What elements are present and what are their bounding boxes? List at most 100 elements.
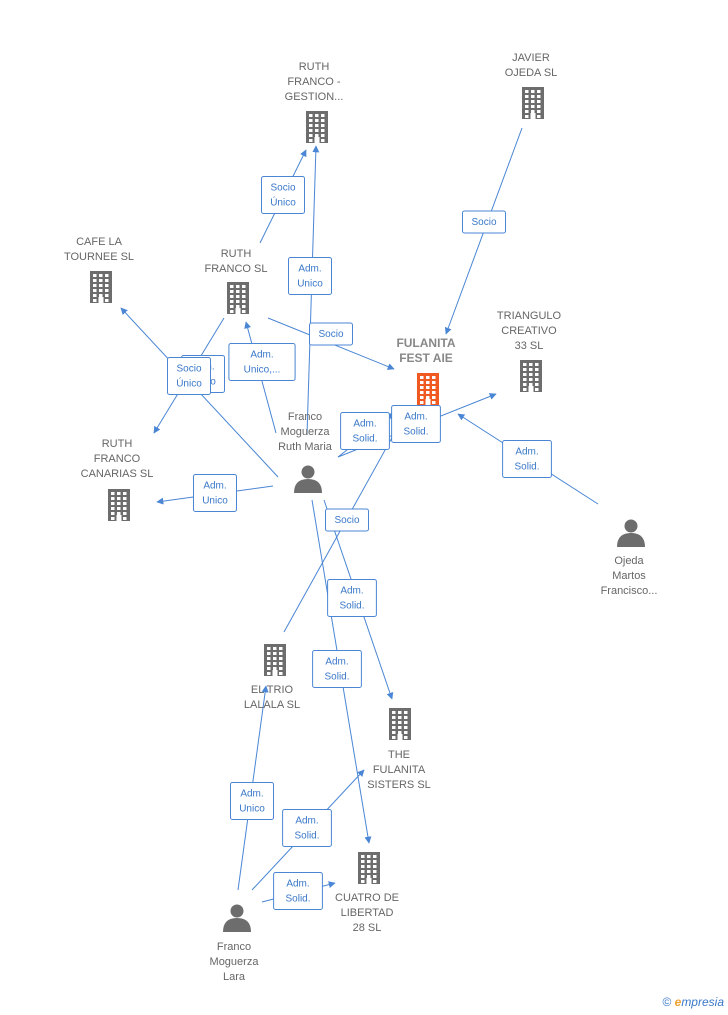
node-label: RUTH	[102, 438, 133, 450]
edge-label-box	[325, 508, 369, 532]
edge-label-text: Socio	[334, 515, 359, 526]
building-icon	[90, 271, 112, 303]
node-label: FULANITA	[396, 336, 455, 350]
edge-label-text: Solid.	[324, 672, 349, 683]
brand-rest: mpresia	[681, 995, 724, 1009]
edge-label-box	[273, 872, 323, 910]
edge-label-franco_lara-to-sisters[interactable]: Adm. Solid.	[282, 809, 332, 847]
node-label: LALALA SL	[244, 699, 300, 711]
node-label: SISTERS SL	[367, 779, 431, 791]
edge-label-ojeda-to-triangulo[interactable]: Adm. Solid.	[502, 440, 552, 478]
edge-label-text: Único	[176, 377, 202, 390]
edge-label-text: Socio	[318, 329, 343, 340]
edge-label-box	[309, 322, 353, 346]
building-icon	[358, 852, 380, 884]
edge-label-franco_ruth-to-cuatro[interactable]: Adm.Solid.	[312, 650, 362, 688]
edge-label-text: Adm.	[295, 816, 318, 827]
edge-label-franco_lara-to-cuatro[interactable]: Adm.Solid.	[273, 872, 323, 910]
edge-label-text: Unico	[297, 279, 323, 290]
edge-label-box	[228, 343, 296, 381]
node-label: JAVIER	[512, 52, 550, 64]
building-icon	[522, 87, 544, 119]
building-icon	[389, 708, 411, 740]
node-label: TOURNEE SL	[64, 251, 134, 263]
footer-brand[interactable]: © empresia	[662, 995, 724, 1009]
edge-label-box	[340, 412, 390, 450]
building-icon	[227, 282, 249, 314]
edge-label-text: Unico,...	[244, 365, 281, 376]
node-label: Francisco...	[601, 585, 658, 597]
edge-labels-layer: SocioÚnicoAdm.UnicoSocioSocioAdm.Unico,.…	[167, 176, 552, 910]
node-label: THE	[388, 749, 410, 761]
node-label: OJEDA SL	[505, 67, 558, 79]
edge-label-box	[462, 210, 506, 234]
node-cuatro[interactable]: CUATRO DE LIBERTAD 28 SL	[335, 852, 399, 934]
edge-label-ruth_sl-to-fulanita_aie[interactable]: Socio	[309, 322, 353, 346]
node-label: TRIANGULO	[497, 310, 562, 322]
edge-label-javier-to-fulanita_aie[interactable]: Socio	[462, 210, 506, 234]
edge-label-box	[327, 579, 377, 617]
node-label: CREATIVO	[501, 325, 557, 337]
building-icon	[417, 373, 439, 405]
node-label: FEST AIE	[399, 351, 453, 365]
edge-label-text: Unico	[202, 496, 228, 507]
edge-label-box	[193, 474, 237, 512]
edge-label-box	[391, 405, 441, 443]
edge-label-text: Unico	[239, 804, 265, 815]
edge-label-text: Solid.	[339, 601, 364, 612]
edge-label-text: Adm.	[240, 789, 263, 800]
edge-label-box	[502, 440, 552, 478]
edge-label-text: Solid.	[294, 831, 319, 842]
edge-label-text: Adm.	[404, 412, 427, 423]
edge-label-franco_ruth-to-triangulo[interactable]: Adm.Solid.	[391, 405, 441, 443]
node-label: LIBERTAD	[341, 907, 394, 919]
edge-label-text: Adm.	[203, 481, 226, 492]
edge-label-text: Solid.	[352, 434, 377, 445]
node-label: Franco	[217, 941, 251, 953]
node-label: EL TRIO	[251, 684, 294, 696]
edge-label-text: Único	[270, 196, 296, 209]
edge-label-franco_ruth-to-ruth_sl[interactable]: Adm.Unico,...	[228, 343, 296, 381]
node-label: CUATRO DE	[335, 892, 399, 904]
edge-label-franco_ruth-to-fulanita_aie[interactable]: Adm.Solid.	[340, 412, 390, 450]
building-icon	[108, 489, 130, 521]
edge-label-text: Adm.	[340, 586, 363, 597]
node-label: 28 SL	[353, 922, 382, 934]
edge-label-franco_ruth-to-ruth_gestion[interactable]: Adm.Unico	[288, 257, 332, 295]
edge-label-text: Adm.	[286, 879, 309, 890]
edge-label-franco_ruth-to-sisters[interactable]: Adm. Solid.	[327, 579, 377, 617]
node-label: Ojeda	[614, 555, 644, 567]
brand-name: empresia	[675, 995, 724, 1009]
building-icon	[264, 644, 286, 676]
node-label: FULANITA	[373, 764, 426, 776]
person-icon	[223, 904, 251, 932]
edge-label-text: Adm.	[515, 447, 538, 458]
edge-label-box	[167, 357, 211, 395]
node-javier[interactable]: JAVIER OJEDA SL	[505, 52, 558, 119]
node-ojeda[interactable]: OjedaMartosFrancisco...	[601, 519, 658, 598]
node-label: Martos	[612, 570, 646, 582]
edge-label-trio-to-fulanita_aie[interactable]: Socio	[325, 508, 369, 532]
edge-label-franco_ruth-to-ruth_canarias[interactable]: Adm. Unico	[193, 474, 237, 512]
node-trio[interactable]: EL TRIO LALALA SL	[244, 644, 300, 711]
node-label: Ruth Maria	[278, 441, 333, 453]
edge-label-text: Solid.	[514, 462, 539, 473]
node-sisters[interactable]: THE FULANITA SISTERS SL	[367, 708, 431, 791]
edge-label-box	[312, 650, 362, 688]
edge-label-franco_lara-to-trio[interactable]: Adm. Unico	[230, 782, 274, 820]
node-label: GESTION...	[285, 91, 344, 103]
person-icon	[294, 465, 322, 493]
node-label: Franco	[288, 411, 322, 423]
